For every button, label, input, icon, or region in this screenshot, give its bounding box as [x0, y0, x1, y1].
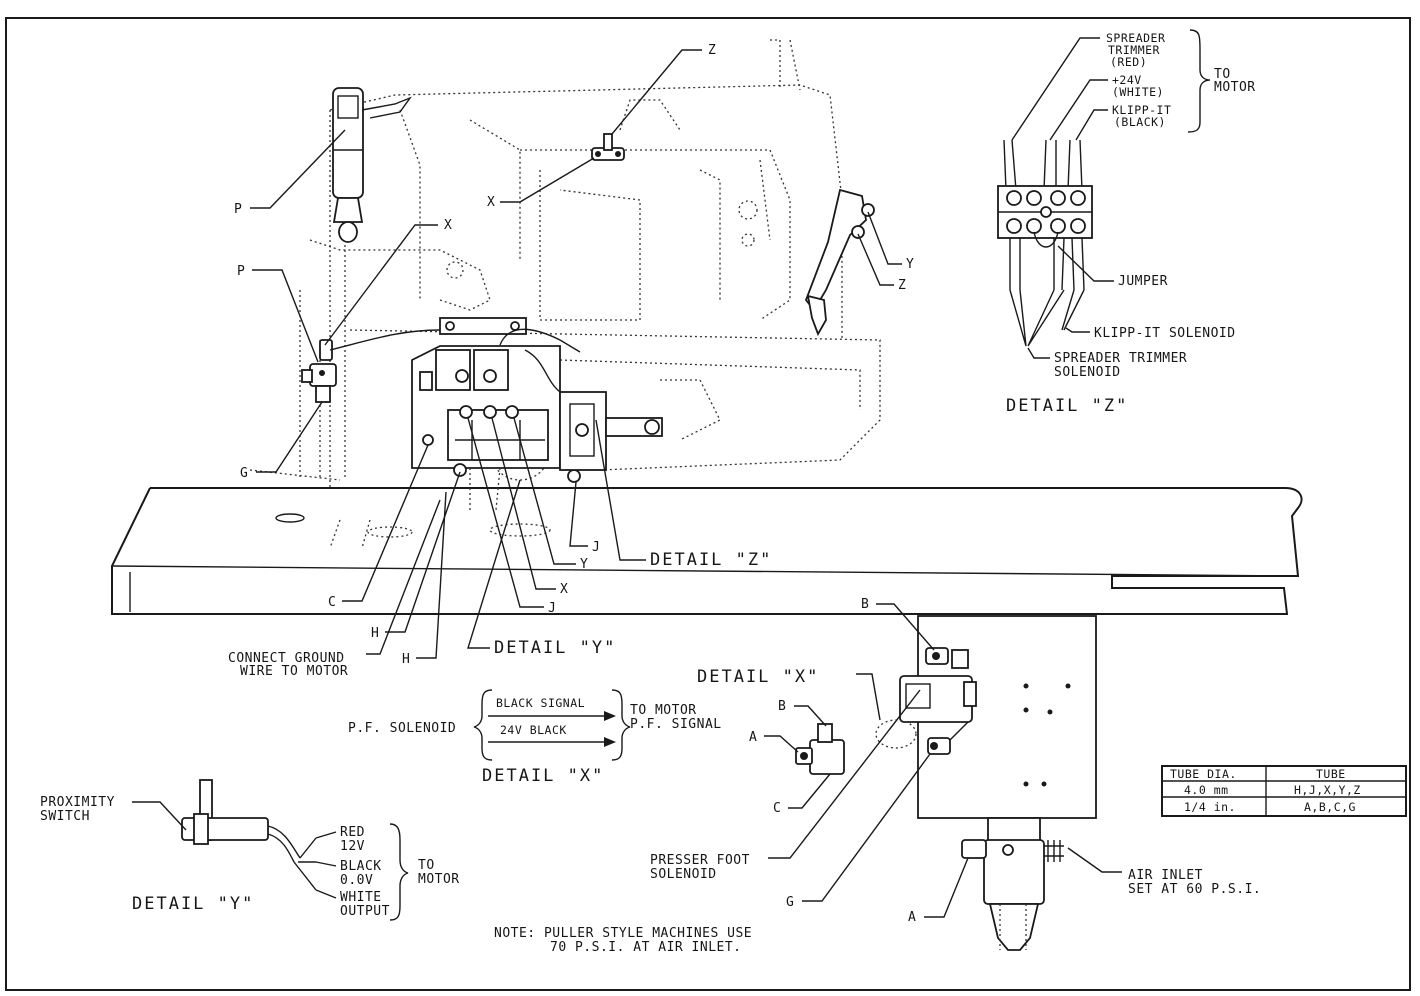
- tube-table-row1-dia: 4.0 mm: [1184, 783, 1229, 797]
- black-0v-label: 0.0V: [340, 873, 373, 888]
- black-signal-label: BLACK SIGNAL: [496, 696, 585, 710]
- tube-table-row2-dia: 1/4 in.: [1184, 800, 1236, 814]
- detail-z-terminal-block: SPREADER TRIMMER (RED) +24V (WHITE) KLIP…: [997, 29, 1256, 416]
- label-a-panel: A: [908, 910, 916, 925]
- label-z-top: Z: [708, 43, 716, 58]
- label-g-left: G: [240, 466, 248, 481]
- label-x-lower: X: [560, 582, 568, 597]
- air-cylinder-top: [332, 87, 412, 243]
- tube-table: TUBE DIA. TUBE 4.0 mm H,J,X,Y,Z 1/4 in. …: [1161, 765, 1407, 817]
- air-inlet-label-2: SET AT 60 P.S.I.: [1128, 882, 1261, 897]
- to-motor-pf-1: TO MOTOR: [630, 703, 697, 718]
- label-x-top: X: [487, 195, 495, 210]
- red-12v-label: 12V: [340, 839, 365, 854]
- label-g-panel: G: [786, 895, 794, 910]
- detail-x-wiring: P.F. SOLENOID BLACK SIGNAL 24V BLACK TO …: [348, 689, 722, 786]
- red-wire-label: RED: [340, 825, 365, 840]
- callout-labels: P X Z X Y Z P G C H H J X: [228, 43, 914, 679]
- label-c-main: C: [328, 595, 336, 610]
- to-motor-pf-2: P.F. SIGNAL: [630, 717, 722, 732]
- note-line2: 70 P.S.I. AT AIR INLET.: [550, 940, 742, 955]
- tube-table-header-dia: TUBE DIA.: [1170, 767, 1237, 781]
- detail-z-callout: DETAIL "Z": [650, 550, 772, 570]
- wire-24v-1: +24V: [1112, 73, 1142, 87]
- label-a-small: A: [749, 730, 757, 745]
- label-j-lower: J: [548, 601, 556, 616]
- detail-z-to: TO: [1214, 67, 1231, 82]
- jumper-label: JUMPER: [1118, 274, 1168, 289]
- drawing-border: [5, 17, 1411, 991]
- tee-fitting-left: [301, 339, 337, 403]
- spreader-trimmer-label-2: SOLENOID: [1054, 365, 1121, 380]
- detail-z-motor: MOTOR: [1214, 80, 1256, 95]
- label-h-upper: H: [371, 626, 379, 641]
- label-p-upper: P: [234, 202, 242, 217]
- detail-z-title: DETAIL "Z": [1006, 396, 1128, 416]
- label-h-lower: H: [402, 652, 410, 667]
- white-wire-label: WHITE: [340, 890, 382, 905]
- wire-spreader-3: (RED): [1110, 55, 1147, 69]
- label-c-small: C: [773, 801, 781, 816]
- pf-solenoid-label: P.F. SOLENOID: [348, 721, 456, 736]
- label-y-lower: Y: [580, 557, 588, 572]
- white-output-label: OUTPUT: [340, 904, 390, 919]
- wire-spreader-1: SPREADER: [1106, 31, 1165, 45]
- terminal-screws: [1006, 190, 1086, 234]
- label-b-panel: B: [861, 597, 869, 612]
- label-x-left: X: [444, 218, 452, 233]
- label-b-small: B: [778, 699, 786, 714]
- label-z-right: Z: [898, 278, 906, 293]
- presser-foot-label-2: SOLENOID: [650, 867, 717, 882]
- note-line1: NOTE: PULLER STYLE MACHINES USE: [494, 926, 752, 941]
- wire-klipp-2: (BLACK): [1114, 115, 1166, 129]
- label-y-right: Y: [906, 257, 914, 272]
- detail-x-callout: DETAIL "X": [697, 667, 819, 687]
- air-inlet-label-1: AIR INLET: [1128, 868, 1203, 883]
- proximity-switch-label-2: SWITCH: [40, 809, 90, 824]
- wire-klipp-1: KLIPP-IT: [1112, 103, 1171, 117]
- machine-table: [111, 487, 1303, 615]
- detail-y-motor: MOTOR: [418, 872, 460, 887]
- presser-foot-label-1: PRESSER FOOT: [650, 853, 750, 868]
- air-panel: [875, 615, 1097, 951]
- klipp-it-solenoid-label: KLIPP-IT SOLENOID: [1094, 326, 1236, 341]
- label-j-upper: J: [592, 540, 600, 555]
- 24v-black-label: 24V BLACK: [500, 723, 567, 737]
- small-valve-assembly: B A C: [749, 699, 845, 816]
- wire-24v-2: (WHITE): [1112, 85, 1164, 99]
- spreader-trimmer-label-1: SPREADER TRIMMER: [1054, 351, 1187, 366]
- ground-wire-line1: CONNECT GROUND: [228, 651, 345, 666]
- valve-manifold: [329, 317, 663, 511]
- tube-table-row2-tube: A,B,C,G: [1304, 800, 1356, 814]
- tube-table-row1-tube: H,J,X,Y,Z: [1294, 783, 1361, 797]
- panel-labels: B DETAIL "X" PRESSER FOOT SOLENOID G A A…: [650, 597, 1261, 925]
- label-p-lower: P: [237, 264, 245, 279]
- proximity-switch-label-1: PROXIMITY: [40, 795, 115, 810]
- detail-y-to: TO: [418, 858, 435, 873]
- wire-spreader-2: TRIMMER: [1108, 43, 1160, 57]
- detail-y-callout: DETAIL "Y": [494, 638, 616, 658]
- tee-fitting-z: [591, 133, 625, 161]
- black-wire-label: BLACK: [340, 859, 382, 874]
- ground-wire-line2: WIRE TO MOTOR: [240, 664, 348, 679]
- detail-y-proximity: PROXIMITY SWITCH RED 12V BLACK 0.0V WHIT…: [40, 779, 460, 921]
- detail-y-title: DETAIL "Y": [132, 894, 254, 914]
- jumper-wire: [1033, 231, 1059, 248]
- tube-table-header-tube: TUBE: [1316, 767, 1346, 781]
- detail-x-lower-title: DETAIL "X": [482, 766, 604, 786]
